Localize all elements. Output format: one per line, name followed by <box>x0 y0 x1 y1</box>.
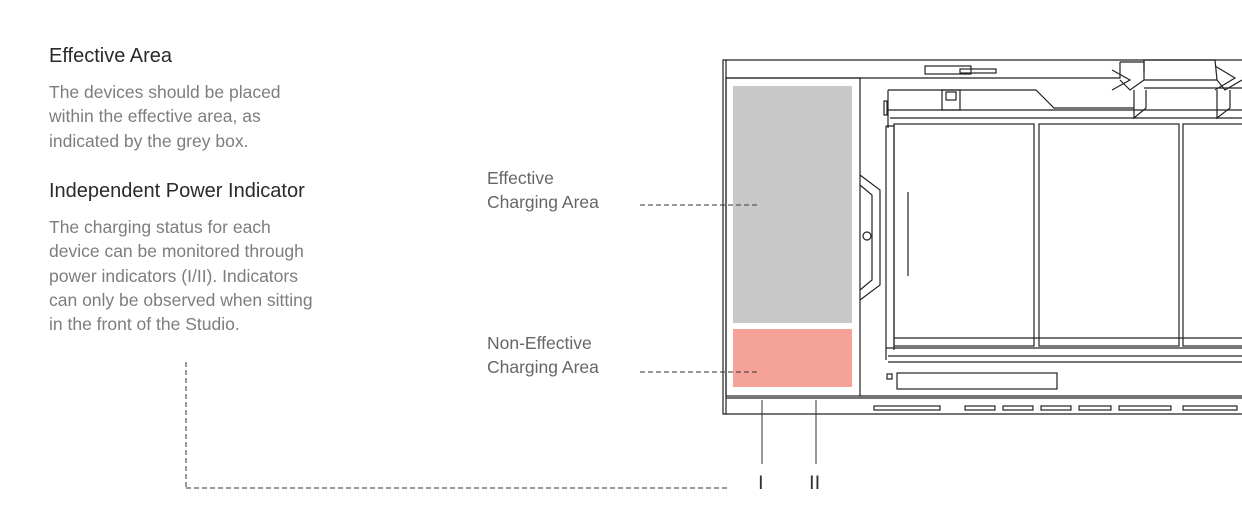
callout-line: Charging Area <box>487 357 599 378</box>
effective-area-frame <box>725 77 861 397</box>
indicator-i-label: I <box>758 472 764 494</box>
effective-charging-area-label: Effective Charging Area <box>487 166 599 215</box>
indicator-ii-label: II <box>809 472 821 494</box>
effective-area-heading: Effective Area <box>49 45 173 67</box>
device-bay-3 <box>1182 123 1242 347</box>
power-indicator-line: The charging status for each <box>49 217 271 237</box>
non-effective-charging-zone <box>733 329 852 387</box>
effective-area-description: The devices should be placed within the … <box>49 80 281 153</box>
device-bay-2 <box>1038 123 1180 347</box>
power-indicator-heading: Independent Power Indicator <box>49 180 305 202</box>
power-indicator-line: power indicators (I/II). Indicators <box>49 265 298 286</box>
label-strip <box>896 372 1058 390</box>
effective-area-line: indicated by the grey box. <box>49 130 249 151</box>
studio-outer-body <box>722 59 1242 415</box>
power-indicator-line: device can be monitored through <box>49 241 304 262</box>
effective-area-line: within the effective area, as <box>49 106 261 127</box>
device-bay-1 <box>893 123 1035 347</box>
effective-area-line: The devices should be placed <box>49 82 281 102</box>
power-indicator-line: in the front of the Studio. <box>49 314 240 335</box>
callout-line: Charging Area <box>487 192 599 213</box>
callout-line: Non-Effective <box>487 333 592 353</box>
effective-charging-zone <box>733 86 852 323</box>
power-indicator-description: The charging status for each device can … <box>49 215 313 336</box>
callout-line: Effective <box>487 168 554 188</box>
non-effective-charging-area-label: Non-Effective Charging Area <box>487 331 599 380</box>
power-indicator-line: can only be observed when sitting <box>49 289 313 310</box>
